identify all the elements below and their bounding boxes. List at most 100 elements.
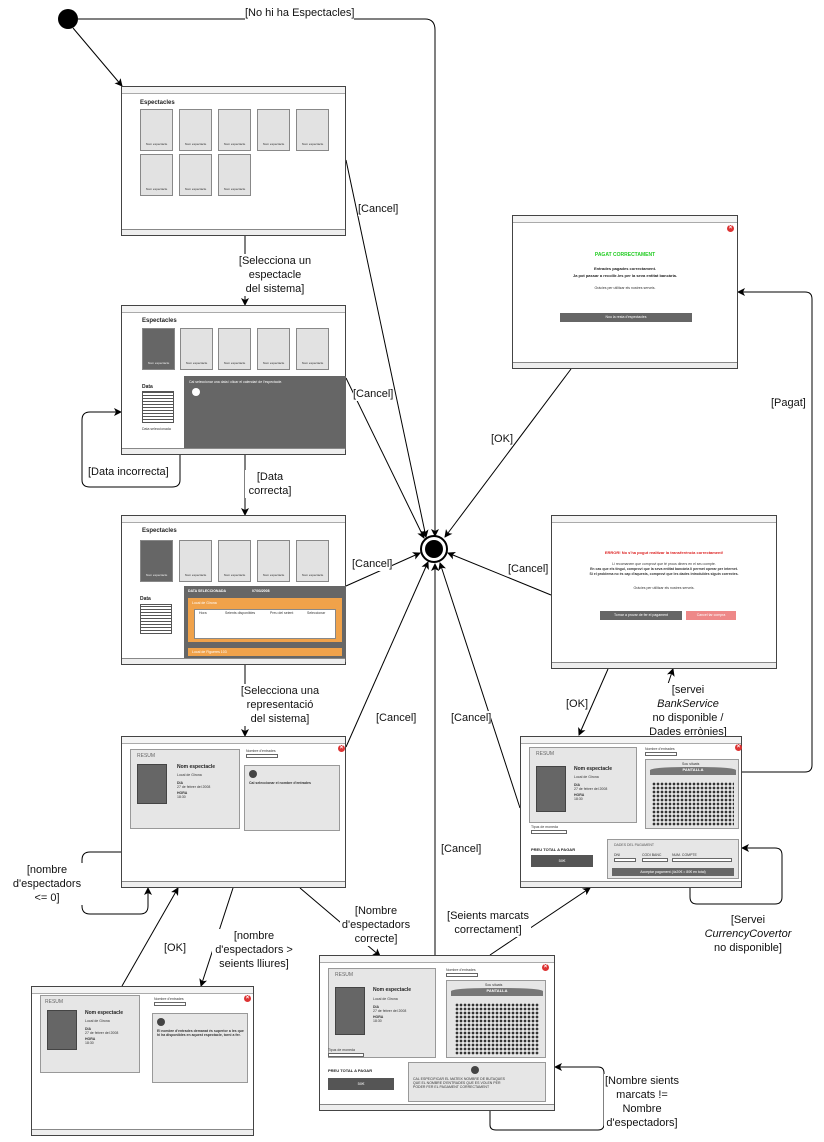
currency-select[interactable]	[328, 1053, 364, 1057]
dni-label: DNI	[614, 853, 621, 857]
show-title: Nom espectacle	[574, 766, 613, 772]
show-card-selected[interactable]: Nom espectacle	[142, 328, 175, 370]
col-header: Seients disponibles	[225, 611, 256, 615]
show-title: Nom espectacle	[177, 764, 216, 770]
summary-title: RESUM	[536, 751, 555, 757]
state-s3-screen: Espectacles Nom espectacle Nom espectacl…	[121, 515, 346, 665]
close-icon[interactable]: ×	[735, 744, 742, 751]
hour-value: 18:30	[177, 795, 186, 799]
close-icon[interactable]: ×	[244, 995, 251, 1002]
card-label: Nom espectacle	[223, 573, 246, 577]
label-line: [servei	[671, 684, 705, 696]
show-card[interactable]: Nom espectacle	[218, 154, 251, 196]
count-label: Nombre d'entrades	[446, 968, 476, 972]
state-s7-screen: × RESUM Nom espectacle Local de Girona D…	[520, 736, 742, 888]
edge-s6-s7	[489, 887, 591, 956]
account-input[interactable]	[672, 858, 732, 862]
venue-name-2: Local de Figueres 103	[192, 650, 227, 654]
date-label: Data	[140, 596, 151, 602]
day-value: 27 de febrer del 2008	[177, 785, 211, 789]
label-line: [Seients marcats	[447, 910, 529, 922]
seat-grid[interactable]	[652, 782, 734, 826]
card-label: Nom espectacle	[223, 142, 246, 146]
label-line: correcta]	[248, 485, 292, 497]
error-title: ERROR! No s'ha pogut realitzar la transf…	[604, 550, 724, 555]
back-to-shows-button[interactable]: Nou la resta d'espectacles	[560, 313, 692, 322]
label-line: no disponible]	[714, 942, 782, 954]
label-count-correct: [Nombre d'espectadors correcte]	[340, 904, 412, 946]
day-value: 27 de febrer del 2008	[85, 1031, 119, 1035]
edge-s9-s7	[578, 668, 609, 736]
dni-input[interactable]	[614, 858, 636, 862]
close-icon[interactable]: ×	[338, 745, 345, 752]
show-card[interactable]: Nom espectacle	[179, 109, 212, 151]
card-label: Nom espectacle	[262, 142, 285, 146]
seat-grid[interactable]	[455, 1003, 539, 1055]
show-card[interactable]: Nom espectacle	[218, 109, 251, 151]
show-card[interactable]: Nom espectacle	[296, 109, 329, 151]
state-s8-screen: × PAGAT CORRECTAMENT Entrades pagades co…	[512, 215, 738, 369]
show-card[interactable]: Nom espectacle	[257, 328, 290, 370]
window-bar	[122, 516, 345, 523]
calendar-widget[interactable]	[142, 391, 174, 423]
accept-payment-button[interactable]: Acceptar pagament (4x20€ = 80€ en total)	[612, 868, 734, 876]
label-line: representació	[246, 699, 314, 711]
label-cancel-5: [Cancel]	[508, 562, 549, 576]
detail-panel	[184, 376, 346, 450]
card-label: Nom espectacle	[301, 361, 324, 365]
label-select-performance: [Selecciona una representació del sistem…	[236, 684, 324, 726]
show-card[interactable]: Nom espectacle	[296, 540, 329, 582]
edge-cancel-s1	[345, 159, 429, 538]
calendar-widget[interactable]	[140, 604, 172, 634]
close-icon[interactable]: ×	[542, 964, 549, 971]
show-card[interactable]: Nom espectacle	[257, 109, 290, 151]
show-card-selected[interactable]: Nom espectacle	[140, 540, 173, 582]
cancel-purchase-button[interactable]: Cancel·lar compra	[686, 611, 736, 620]
count-select[interactable]	[154, 1002, 186, 1006]
label-line: d'espectadors >	[215, 944, 293, 956]
close-icon[interactable]: ×	[727, 225, 734, 232]
next-icon[interactable]	[192, 388, 200, 396]
error-text: El nombre d'entrades demanat és superior…	[157, 1029, 244, 1037]
col-header: Preu del seient	[270, 611, 294, 615]
show-card[interactable]: Nom espectacle	[179, 154, 212, 196]
show-card[interactable]: Nom espectacle	[180, 328, 213, 370]
label-ok-3: [OK]	[491, 432, 514, 446]
show-card[interactable]: Nom espectacle	[179, 540, 212, 582]
window-footer	[521, 881, 741, 887]
screen-stage: PANTALLA	[650, 767, 736, 775]
stage-caption: Sou situats	[485, 983, 503, 987]
currency-select[interactable]	[531, 830, 567, 834]
window-bar	[320, 956, 554, 963]
next-icon[interactable]	[249, 770, 257, 778]
label-line: [Data	[256, 471, 284, 483]
show-card[interactable]: Nom espectacle	[218, 540, 251, 582]
show-card[interactable]: Nom espectacle	[140, 109, 173, 151]
show-card[interactable]: Nom espectacle	[257, 540, 290, 582]
label-cancel-3: [Cancel]	[352, 557, 393, 571]
label-line: [nombre	[233, 930, 275, 942]
next-icon[interactable]	[471, 1066, 479, 1074]
state-s4-screen: × RESUM Nom espectacle Local de Girona D…	[121, 736, 346, 888]
count-select[interactable]	[645, 752, 677, 756]
selected-date-label: DATA SELECCIONADA	[188, 589, 227, 593]
label-line: no disponible /	[652, 712, 724, 724]
card-label: Nom espectacle	[223, 187, 246, 191]
count-select[interactable]	[246, 754, 278, 758]
bank-code-input[interactable]	[642, 858, 668, 862]
error-line-1: Li recomanem que comprovi que té prous d…	[612, 562, 716, 566]
seat-map-panel: Sou situats PANTALLA	[446, 980, 546, 1058]
show-card[interactable]: Nom espectacle	[140, 154, 173, 196]
state-s9-screen: ERROR! No s'ha pogut realitzar la transf…	[551, 515, 777, 669]
next-icon[interactable]	[157, 1018, 165, 1026]
edge-cancel-s4	[345, 561, 429, 748]
window-bar	[122, 306, 345, 313]
show-poster	[536, 766, 566, 812]
show-card[interactable]: Nom espectacle	[218, 328, 251, 370]
retry-payment-button[interactable]: Tornar a provar de fer el pagament	[600, 611, 682, 620]
summary-title: RESUM	[45, 999, 64, 1005]
edge-no-shows	[78, 18, 439, 537]
show-card[interactable]: Nom espectacle	[296, 328, 329, 370]
hour-label: HORA	[177, 791, 188, 795]
count-select[interactable]	[446, 973, 478, 977]
